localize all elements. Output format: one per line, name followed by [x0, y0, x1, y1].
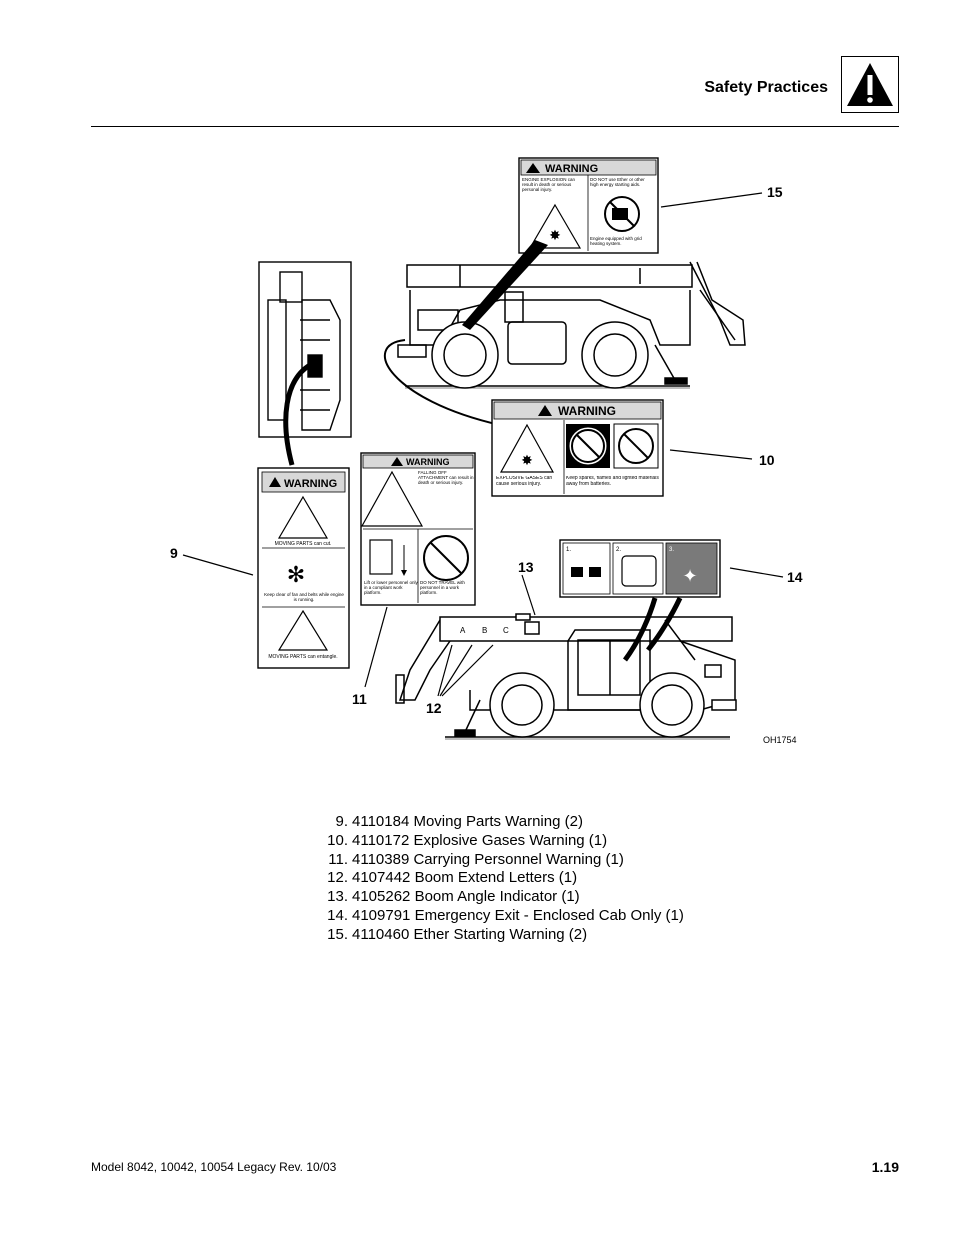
list-item: 9.4110184 Moving Parts Warning (2) — [335, 813, 583, 830]
warning-triangle-icon — [841, 56, 899, 113]
boom-letter-a: A — [460, 626, 466, 635]
callout-11: 11 — [352, 691, 367, 707]
section-title: Safety Practices — [704, 79, 828, 96]
callout-15: 15 — [767, 184, 783, 200]
callout-13: 13 — [518, 559, 534, 575]
svg-text:✸: ✸ — [521, 452, 533, 468]
boom-letter-c: C — [503, 626, 509, 635]
callout-12: 12 — [426, 700, 442, 716]
list-item: 10.4110172 Explosive Gases Warning (1) — [327, 831, 608, 849]
decal-location-figure: WARNING ENGINE EXPLOSION can result in d… — [170, 157, 803, 745]
decal-10-explosive-gases: WARNING ✸ EXPLOSIVE GASES can cause seri… — [491, 399, 664, 497]
list-item: 13.4105262 Boom Angle Indicator (1) — [327, 888, 580, 906]
engine-compartment-inset — [258, 261, 352, 466]
footer-model-info: Model 8042, 10042, 10054 Legacy Rev. 10/… — [91, 1160, 337, 1174]
list-item: 12.4107442 Boom Extend Letters (1) — [327, 869, 578, 887]
page-number: 1.19 — [871, 1159, 899, 1175]
upper-machine — [384, 261, 746, 426]
decal-9-moving-parts: WARNING MOVING PARTS can cut. ✻ Keep cle… — [257, 467, 350, 669]
decal-legend-list: 9.4110184 Moving Parts Warning (2) 10.41… — [318, 813, 684, 945]
decal-10-signal-word: WARNING — [558, 404, 616, 418]
decal-11-carrying-personnel: WARNING FALLING OFF ATTACHMENT can resul… — [360, 452, 476, 606]
callout-9: 9 — [170, 545, 178, 561]
fan-icon: ✻ — [287, 562, 305, 587]
decal-15-ether-warning: WARNING ENGINE EXPLOSION can result in d… — [462, 157, 659, 330]
svg-text:2.: 2. — [616, 547, 621, 553]
explosion-icon: ✸ — [549, 227, 561, 243]
decal-11-signal-word: WARNING — [406, 457, 450, 467]
lower-machine: A B C — [395, 596, 737, 740]
boom-letter-b: B — [482, 626, 487, 635]
list-item: 15.4110460 Ether Starting Warning (2) — [327, 925, 588, 943]
list-item: 11.4110389 Carrying Personnel Warning (1… — [328, 850, 624, 868]
svg-text:✦: ✦ — [682, 566, 697, 586]
header-rule — [91, 126, 899, 127]
callout-14: 14 — [787, 569, 803, 585]
callout-10: 10 — [759, 452, 775, 468]
svg-text:3.: 3. — [669, 547, 674, 553]
callout-leaders — [182, 192, 784, 697]
decal-9-signal-word: WARNING — [284, 478, 337, 490]
svg-text:MOVING PARTS can cut.: MOVING PARTS can cut. — [275, 541, 332, 547]
list-item: 14.4109791 Emergency Exit - Enclosed Cab… — [327, 906, 684, 924]
figure-code: OH1754 — [763, 735, 797, 745]
svg-text:1.: 1. — [566, 547, 571, 553]
decal-15-signal-word: WARNING — [545, 163, 598, 175]
decal-14-emergency-exit: 1. 2. 3. ✦ — [559, 539, 721, 598]
svg-text:MOVING PARTS can entangle.: MOVING PARTS can entangle. — [268, 654, 337, 660]
